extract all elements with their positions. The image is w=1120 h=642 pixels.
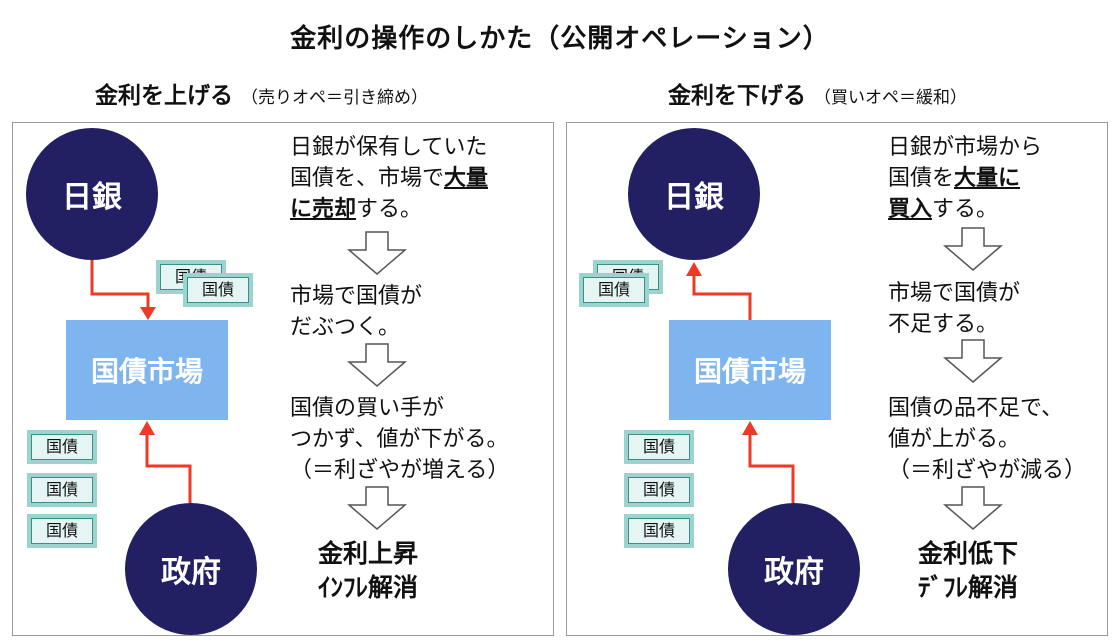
left-step-1-line1: 日銀が保有していた: [290, 135, 488, 160]
bond-label: 国債: [583, 277, 645, 303]
right-step-1-emph1: 大量に: [954, 166, 1021, 191]
left-bond-gov-3: 国債: [27, 514, 97, 548]
left-step-2-line2: だぶつく。: [290, 315, 401, 340]
left-result: 金利上昇 ｲﾝﾌﾚ解消: [318, 537, 418, 605]
right-step-1-line2: 国債を大量に: [888, 163, 1042, 194]
left-bond-sold-2: 国債: [183, 273, 253, 307]
right-step-1-line1: 日銀が市場から: [888, 135, 1043, 160]
left-step-1-emph2: に売却: [290, 197, 357, 222]
right-market-label: 国債市場: [693, 355, 806, 388]
left-step-1: 日銀が保有していた 国債を、市場で大量 に売却する。: [290, 132, 488, 225]
right-step-3-line3: （＝利ざやが減る）: [888, 458, 1087, 483]
right-boj-label: 日銀: [664, 180, 724, 215]
right-result: 金利低下 ﾃﾞﾌﾚ解消: [918, 537, 1018, 605]
left-step-3: 国債の買い手が つかず、値が下がる。 （＝利ざやが増える）: [290, 393, 509, 486]
right-step-1: 日銀が市場から 国債を大量に 買入する。: [888, 132, 1042, 225]
bond-label: 国債: [187, 277, 249, 303]
bond-label: 国債: [31, 477, 93, 503]
bond-label: 国債: [31, 434, 93, 460]
left-step-1-line3b: する。: [356, 197, 423, 222]
left-market-node: 国債市場: [66, 320, 228, 420]
right-result-line2: ﾃﾞﾌﾚ解消: [918, 573, 1019, 602]
left-step-1-emph1: 大量: [444, 166, 489, 191]
bond-label: 国債: [31, 518, 93, 544]
right-heading: 金利を下げる （買いオペ＝緩和）: [668, 76, 967, 110]
right-flow-arrow-1: [942, 227, 1004, 271]
right-step-1-line3: 買入する。: [888, 194, 1042, 225]
right-result-line1: 金利低下: [918, 539, 1019, 568]
right-bond-gov-1: 国債: [624, 430, 694, 464]
left-result-line1: 金利上昇: [318, 539, 419, 568]
left-step-3-line2: つかず、値が下がる。: [290, 427, 509, 452]
left-heading-sub: （売りオペ＝引き締め）: [241, 88, 428, 108]
left-step-1-line3: に売却する。: [290, 194, 488, 225]
left-boj-to-market-arrowhead: [140, 307, 156, 320]
left-gov-to-market-arrowhead: [139, 421, 155, 435]
left-market-label: 国債市場: [90, 355, 203, 388]
left-bond-gov-2: 国債: [27, 473, 97, 507]
bond-label: 国債: [628, 477, 690, 503]
right-step-3-line2: 値が上がる。: [888, 427, 1021, 452]
bond-label: 国債: [628, 434, 690, 460]
right-gov-to-market-arrowhead: [742, 421, 758, 435]
right-market-to-boj-arrowhead: [686, 262, 702, 276]
right-gov-label: 政府: [764, 555, 824, 590]
left-gov-label: 政府: [161, 555, 221, 590]
left-boj-label: 日銀: [62, 180, 122, 215]
right-bond-gov-3: 国債: [624, 514, 694, 548]
left-gov-node: 政府: [125, 503, 257, 635]
left-flow-arrow-3: [346, 486, 408, 530]
left-heading: 金利を上げる （売りオペ＝引き締め）: [95, 76, 428, 110]
right-step-1-emph2: 買入: [888, 197, 933, 222]
left-step-1-line2: 国債を、市場で大量: [290, 163, 488, 194]
left-boj-node: 日銀: [26, 128, 158, 260]
right-heading-main: 金利を下げる: [668, 83, 806, 109]
right-heading-sub: （買いオペ＝緩和）: [814, 88, 967, 108]
right-bond-gov-2: 国債: [624, 473, 694, 507]
left-step-2-line1: 市場で国債が: [290, 284, 423, 309]
right-step-2-line1: 市場で国債が: [888, 281, 1021, 306]
left-step-3-line1: 国債の買い手が: [290, 396, 445, 421]
left-step-3-line3: （＝利ざやが増える）: [290, 458, 510, 483]
right-boj-node: 日銀: [628, 128, 760, 260]
right-flow-arrow-2: [942, 339, 1004, 383]
left-flow-arrow-2: [346, 343, 408, 387]
right-panel: [566, 122, 1108, 636]
left-step-2: 市場で国債が だぶつく。: [290, 281, 422, 343]
right-step-3-line1: 国債の品不足で、: [888, 396, 1064, 421]
left-step-1-line2a: 国債を、市場で: [290, 166, 445, 191]
left-flow-arrow-1: [346, 231, 408, 275]
right-bond-bought-2: 国債: [579, 273, 649, 307]
right-market-to-boj-arrow: [692, 275, 752, 320]
right-step-1-line2a: 国債を: [888, 166, 955, 191]
page-title: 金利の操作のしかた（公開オペレーション）: [290, 24, 830, 54]
left-result-line2: ｲﾝﾌﾚ解消: [318, 573, 419, 602]
left-boj-to-market-arrow: [90, 258, 150, 308]
right-market-node: 国債市場: [669, 320, 831, 420]
left-gov-to-market-arrow: [145, 434, 192, 503]
right-step-2-line2: 不足する。: [888, 312, 999, 337]
right-flow-arrow-3: [942, 486, 1004, 530]
bond-label: 国債: [628, 518, 690, 544]
left-panel: [12, 122, 554, 636]
right-gov-node: 政府: [728, 503, 860, 635]
right-step-3: 国債の品不足で、 値が上がる。 （＝利ざやが減る）: [888, 393, 1086, 486]
right-gov-to-market-arrow: [748, 434, 795, 503]
left-heading-main: 金利を上げる: [95, 83, 233, 109]
right-step-2: 市場で国債が 不足する。: [888, 278, 1020, 340]
left-bond-gov-1: 国債: [27, 430, 97, 464]
right-step-1-line3b: する。: [932, 197, 999, 222]
